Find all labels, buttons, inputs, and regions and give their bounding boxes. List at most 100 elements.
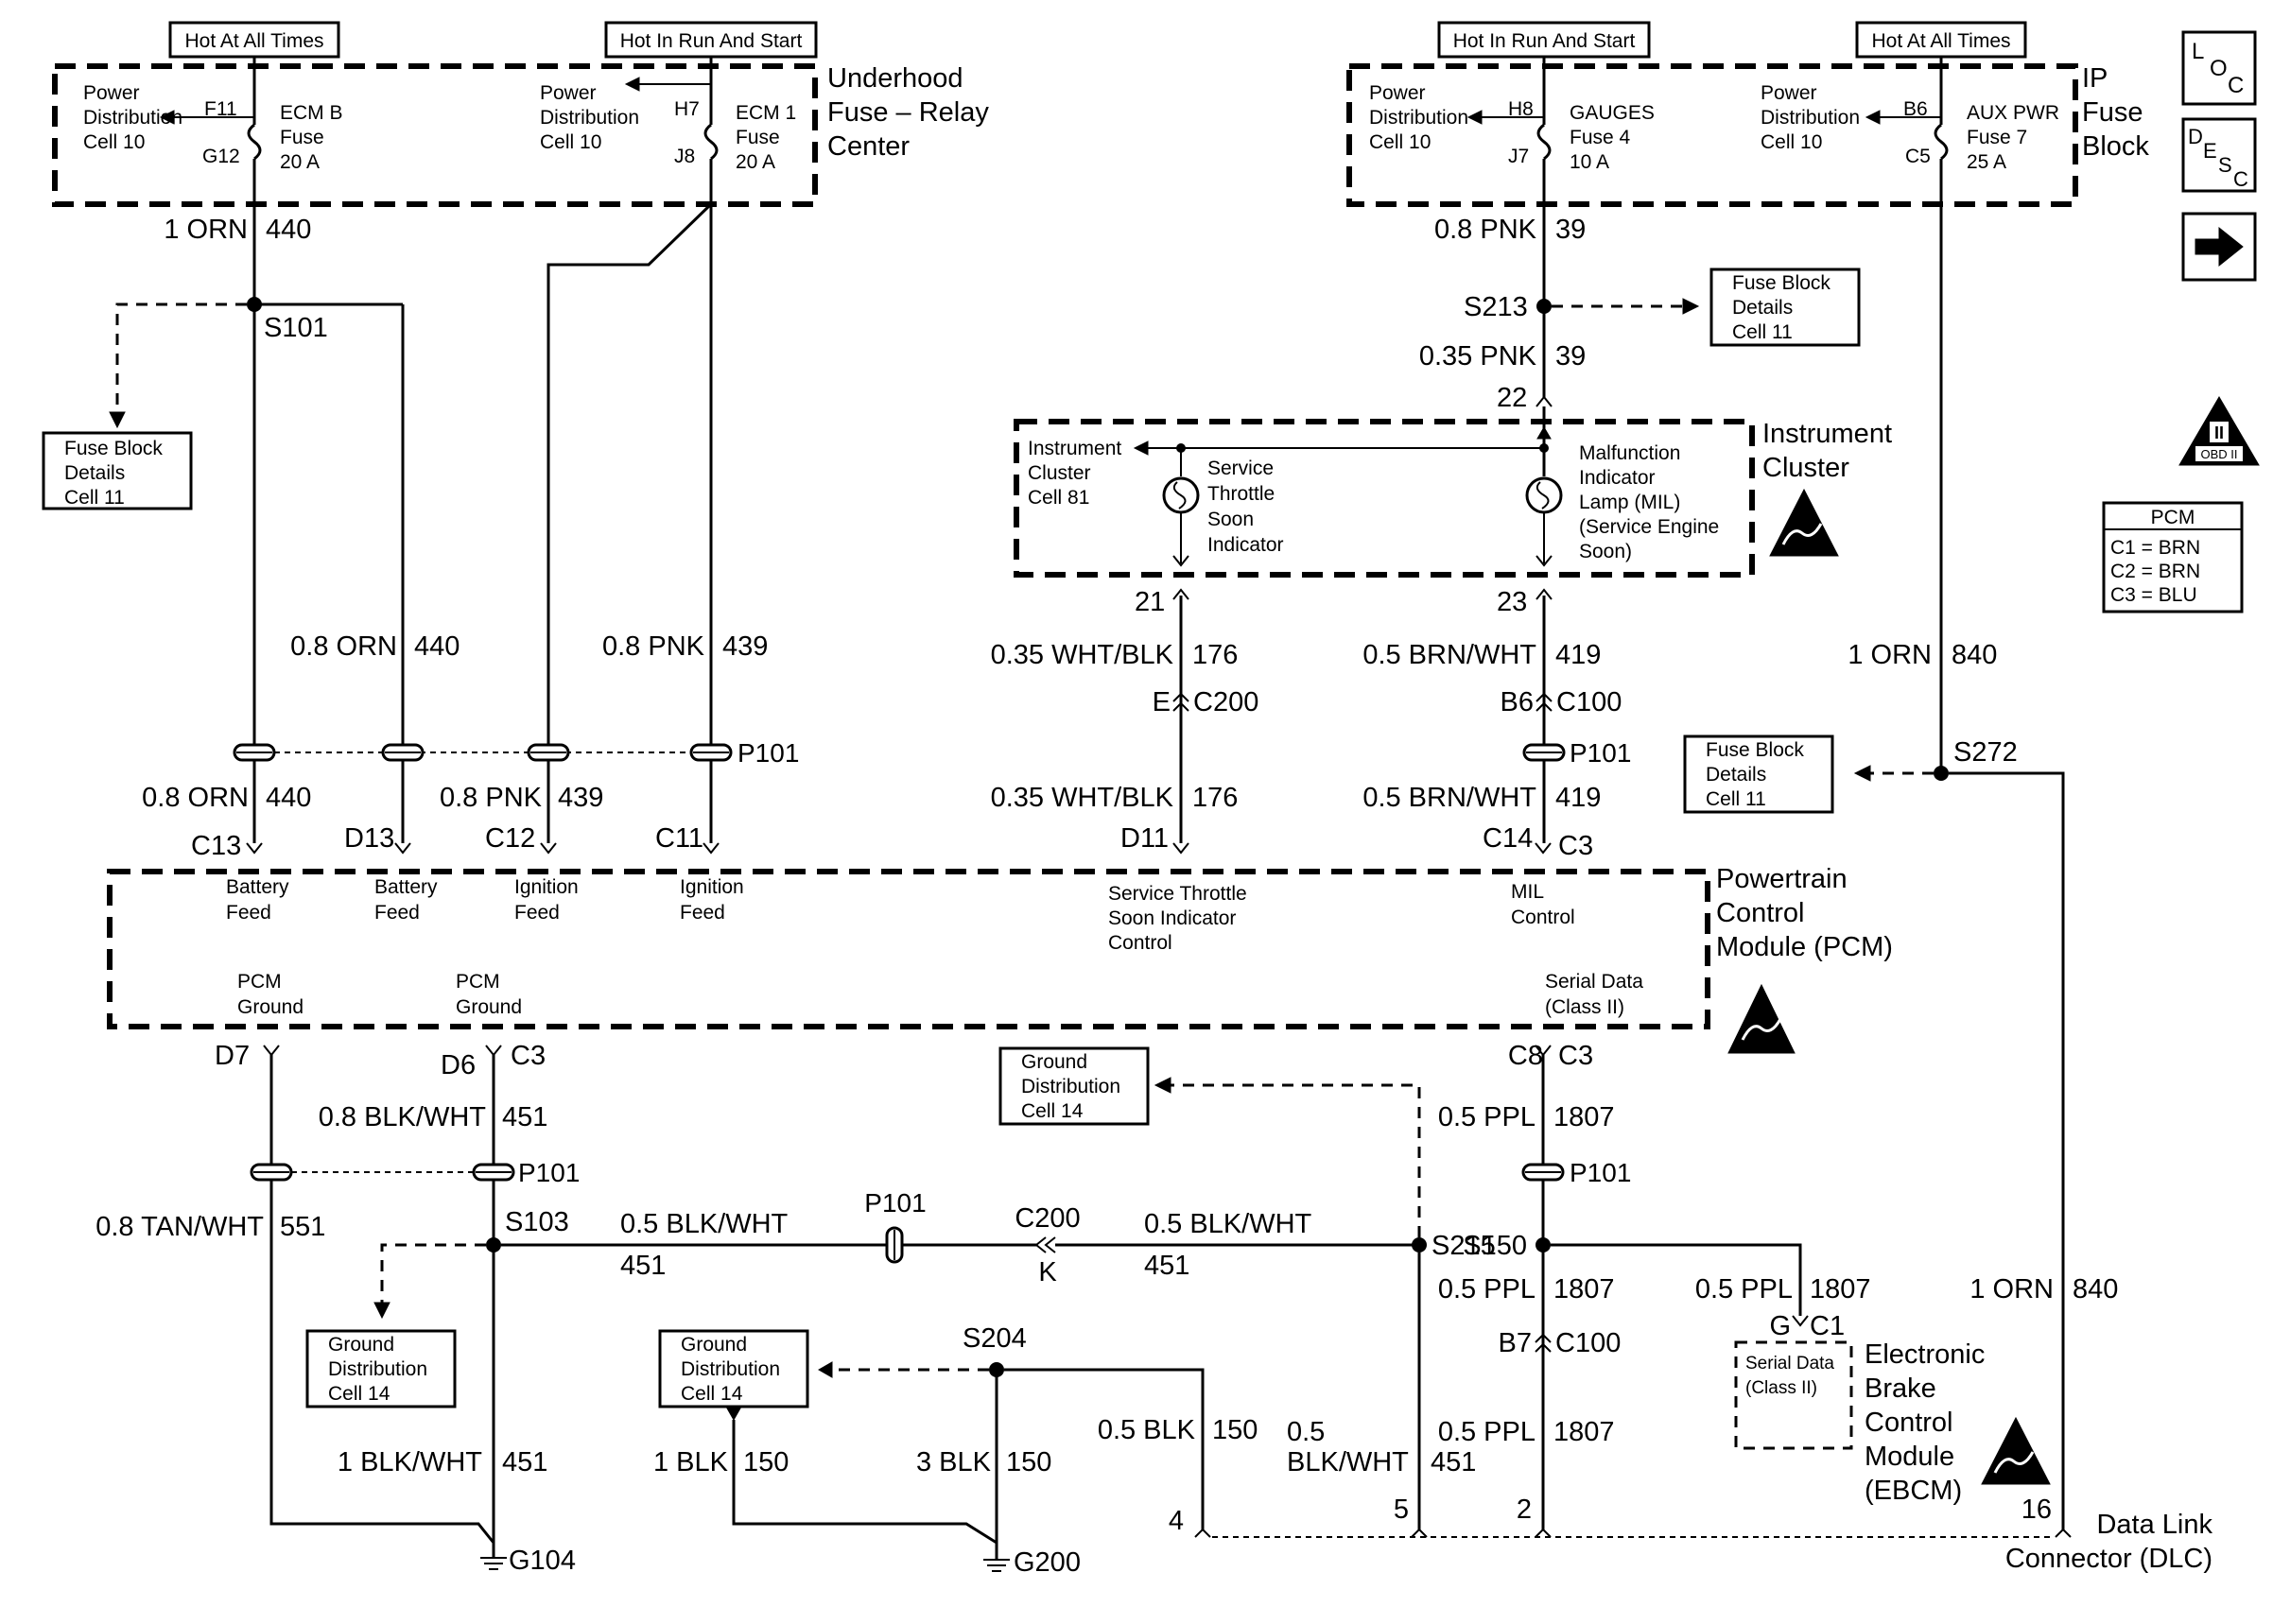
svg-text:1807: 1807 [1810,1274,1871,1304]
wire-39-label-mid: 0.35 PNK 39 [1419,341,1586,371]
p101-connector-inline [885,1226,904,1264]
svg-text:AUX PWR: AUX PWR [1967,102,2059,124]
svg-text:1807: 1807 [1553,1417,1615,1447]
svg-text:0.5 PPL: 0.5 PPL [1438,1417,1536,1447]
cluster-pin-22: 22 [1497,383,1527,413]
wire-1807-label-c: 0.5 PPL 1807 [1695,1274,1871,1304]
splice-s103 [486,1237,501,1253]
wire-1807-label-b: 0.5 PPL 1807 [1438,1274,1615,1304]
svg-text:OBD II: OBD II [2200,447,2237,461]
desc-icon[interactable]: D E S C [2181,117,2257,193]
svg-text:Cluster: Cluster [1762,453,1849,483]
svg-text:Power: Power [1761,82,1817,104]
instrument-cluster-box [1014,419,1755,578]
svg-text:3 BLK: 3 BLK [916,1447,992,1477]
svg-text:16: 16 [2021,1494,2052,1525]
svg-text:Ground: Ground [1021,1051,1087,1073]
svg-text:Fuse: Fuse [280,127,324,148]
pcm-module-box [107,869,1710,1029]
svg-text:0.5 BLK: 0.5 BLK [1098,1415,1196,1445]
svg-text:(Service Engine: (Service Engine [1579,516,1719,538]
svg-text:Power: Power [1369,82,1426,104]
p101-label-b: P101 [1570,738,1631,768]
svg-text:L: L [2192,39,2204,64]
svg-text:451: 451 [502,1447,547,1477]
svg-text:Details: Details [1706,764,1766,786]
svg-text:419: 419 [1555,783,1601,813]
svg-text:Cell 14: Cell 14 [1021,1100,1084,1122]
svg-text:Distribution: Distribution [83,107,182,129]
esd-warning-icon [1727,983,1796,1054]
svg-text:Serial Data: Serial Data [1545,971,1643,993]
esd-warning-icon-ebcm [1981,1416,2051,1485]
svg-text:Power: Power [540,82,597,104]
svg-text:Cell 10: Cell 10 [1761,131,1822,153]
svg-text:419: 419 [1555,640,1601,670]
wire-439-label-mid: 0.8 PNK 439 [602,631,768,662]
svg-text:(Class II): (Class II) [1545,996,1624,1018]
svg-text:Feed: Feed [374,902,420,924]
svg-text:Feed: Feed [680,902,725,924]
svg-text:Indicator: Indicator [1207,534,1284,556]
p101-label-d: P101 [1570,1158,1631,1187]
svg-text:Service Throttle: Service Throttle [1108,883,1247,905]
p101-connector-c13 [233,743,276,762]
svg-text:GAUGES: GAUGES [1570,102,1655,124]
pcm-mil-control: MIL Control [1511,881,1575,928]
instrument-cluster-ref: Instrument Cluster Cell 81 [1028,438,1121,509]
loc-icon[interactable]: L O C [2181,30,2257,106]
instrument-cluster-title: Instrument Cluster [1762,419,1892,483]
splice-s272 [1934,766,1949,781]
p101-connector-c14 [1522,743,1566,762]
svg-text:Cluster: Cluster [1028,462,1091,484]
svg-text:Distribution: Distribution [328,1358,427,1380]
ref-fuse-block-details-3[interactable]: Fuse Block Details Cell 11 [1683,734,1834,814]
sts-indicator-lamp-icon [1162,476,1200,514]
svg-text:Soon Indicator: Soon Indicator [1108,907,1236,929]
svg-text:Details: Details [64,462,125,484]
wire-439-label-low: 0.8 PNK 439 [440,783,603,813]
svg-text:S: S [2218,153,2232,177]
pin-d13: D13 [344,823,394,854]
svg-text:Cell 10: Cell 10 [540,131,601,153]
svg-text:C1 = BRN: C1 = BRN [2110,537,2200,559]
ref-ground-distribution-2[interactable]: Ground Distribution Cell 14 [658,1329,809,1408]
svg-text:Fuse: Fuse [736,127,780,148]
sts-indicator-label: Service Throttle Soon Indicator [1207,458,1284,556]
ref-fuse-block-details-1[interactable]: Fuse Block Details Cell 11 [42,431,193,510]
svg-text:D: D [2188,125,2203,148]
svg-text:C: C [2228,73,2244,98]
svg-text:Hot At All Times: Hot At All Times [184,30,323,52]
svg-text:0.35 PNK: 0.35 PNK [1419,341,1537,371]
svg-text:Hot In Run And Start: Hot In Run And Start [620,30,803,52]
p101-label-a: P101 [737,738,799,768]
underhood-power-distribution-1: Power Distribution Cell 10 [83,82,182,153]
svg-text:Serial Data: Serial Data [1745,1354,1834,1373]
svg-text:B6: B6 [1501,687,1534,717]
ref-ground-distribution-1[interactable]: Ground Distribution Cell 14 [305,1329,457,1408]
svg-text:Distribution: Distribution [1369,107,1468,129]
svg-text:Cell 11: Cell 11 [1706,788,1766,810]
pcm-sts-control: Service Throttle Soon Indicator Control [1108,883,1247,954]
svg-text:0.8 PNK: 0.8 PNK [1434,215,1537,245]
next-page-arrow-icon[interactable] [2181,212,2257,282]
svg-text:Hot In Run And Start: Hot In Run And Start [1453,30,1636,52]
svg-text:Power: Power [83,82,140,104]
svg-text:0.5 PPL: 0.5 PPL [1695,1274,1793,1304]
svg-text:H7: H7 [674,98,700,120]
wire-419-label-low: 0.5 BRN/WHT 419 [1362,783,1601,813]
svg-text:20 A: 20 A [280,151,320,173]
svg-text:Throttle: Throttle [1207,483,1275,505]
ip-fuse-block-title: IP Fuse Block [2082,63,2149,162]
svg-text:Fuse Block: Fuse Block [1706,739,1804,761]
ref-ground-distribution-3[interactable]: Ground Distribution Cell 14 [998,1046,1150,1126]
svg-text:176: 176 [1192,640,1238,670]
ref-fuse-block-details-2[interactable]: Fuse Block Details Cell 11 [1709,268,1861,347]
svg-text:Malfunction: Malfunction [1579,442,1680,464]
svg-text:H8: H8 [1508,98,1534,120]
svg-text:176: 176 [1192,783,1238,813]
svg-text:C: C [2233,167,2248,191]
pin-d6: D6 [441,1050,476,1080]
svg-text:440: 440 [414,631,460,662]
data-link-connector: 4 5 2 16 Data Link Connector (DLC) [1169,1494,2213,1574]
